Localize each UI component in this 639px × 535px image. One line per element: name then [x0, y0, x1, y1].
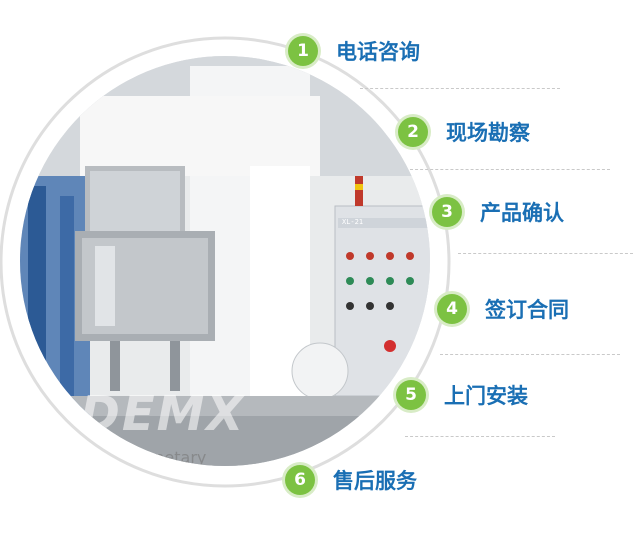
step-label: 现场勘察 — [446, 121, 530, 145]
step-4: 4 签订合同 — [437, 292, 569, 326]
separator-3 — [458, 253, 633, 254]
separator-1 — [360, 88, 560, 89]
brand-subtitle: lanetary — [140, 448, 207, 466]
step-2: 2 现场勘察 — [398, 115, 530, 149]
step-number-badge: 4 — [437, 294, 467, 324]
step-label: 签订合同 — [485, 298, 569, 322]
step-number-badge: 2 — [398, 117, 428, 147]
step-label: 售后服务 — [333, 469, 417, 493]
step-label: 电话咨询 — [336, 40, 420, 64]
separator-2 — [410, 169, 610, 170]
separator-5 — [405, 436, 555, 437]
step-number-badge: 6 — [285, 465, 315, 495]
machine-photo: DEMX lanetary XL-21 — [20, 56, 430, 466]
step-1: 1 电话咨询 — [288, 34, 420, 68]
step-number-badge: 3 — [432, 197, 462, 227]
step-6: 6 售后服务 — [285, 463, 417, 497]
step-5: 5 上门安装 — [396, 378, 528, 412]
separator-4 — [440, 354, 620, 355]
step-number-badge: 1 — [288, 36, 318, 66]
step-3: 3 产品确认 — [432, 195, 564, 229]
step-label: 产品确认 — [480, 201, 564, 225]
step-number-badge: 5 — [396, 380, 426, 410]
panel-tag: XL-21 — [342, 218, 364, 226]
step-label: 上门安装 — [444, 384, 528, 408]
brand-watermark: DEMX — [80, 386, 246, 442]
